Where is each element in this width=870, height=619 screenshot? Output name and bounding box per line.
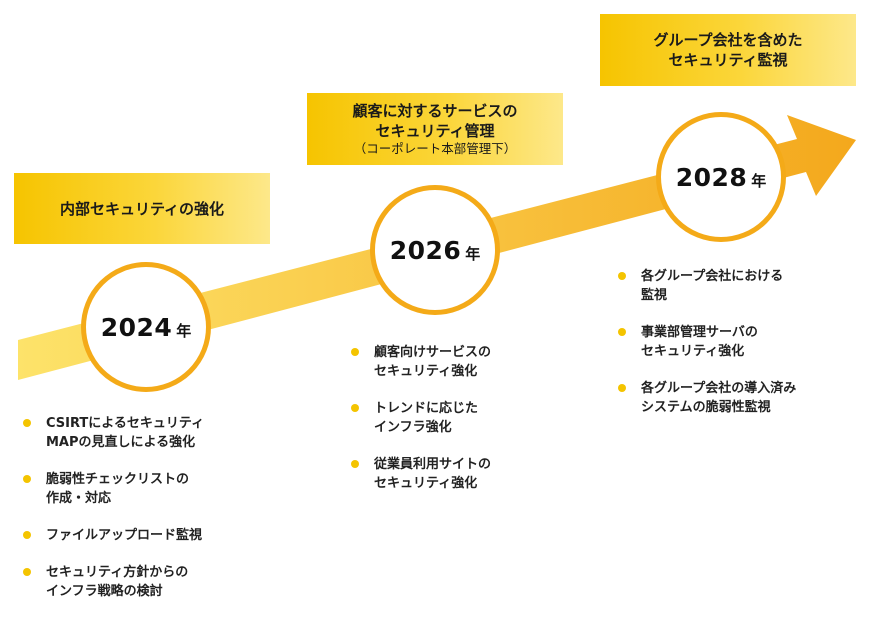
list-item-line: CSIRTによるセキュリティ	[46, 416, 205, 431]
list-item-line: 事業部管理サーバの	[641, 325, 758, 340]
list-item-line: セキュリティ強化	[641, 344, 745, 359]
list-item-line: MAPの見直しによる強化	[46, 435, 196, 450]
list-item: CSIRTによるセキュリティ MAPの見直しによる強化	[20, 414, 270, 452]
bullet-icon	[23, 568, 31, 576]
milestone-3-year: 2028	[675, 162, 748, 192]
milestone-3-banner-line-2: セキュリティ監視	[668, 51, 788, 69]
milestone-2-banner: 顧客に対するサービスの セキュリティ管理 （コーポレート本部管理下）	[307, 93, 563, 165]
milestone-2-banner-line-1: 顧客に対するサービスの	[352, 102, 518, 120]
milestone-2-banner-subtitle: （コーポレート本部管理下）	[353, 141, 517, 156]
list-item: 顧客向けサービスの セキュリティ強化	[348, 343, 578, 381]
milestone-1-banner: 内部セキュリティの強化	[14, 173, 270, 244]
list-item-line: ファイルアップロード監視	[46, 528, 203, 543]
list-item-line: 脆弱性チェックリストの	[46, 472, 190, 487]
bullet-icon	[351, 348, 359, 356]
milestone-3-banner: グループ会社を含めた セキュリティ監視	[600, 14, 856, 86]
list-item: 事業部管理サーバの セキュリティ強化	[615, 323, 855, 361]
list-item: ファイルアップロード監視	[20, 526, 270, 545]
milestone-1-year-circle: 2024 年	[81, 262, 211, 392]
milestone-2-year: 2026	[389, 235, 462, 265]
milestone-2-year-unit: 年	[465, 245, 481, 263]
list-item-line: 顧客向けサービスの	[374, 345, 492, 360]
milestone-3-year-unit: 年	[751, 172, 767, 190]
list-item: 各グループ会社における 監視	[615, 267, 855, 305]
milestone-1-year-unit: 年	[176, 322, 192, 340]
milestone-1-banner-line-1: 内部セキュリティの強化	[59, 199, 225, 218]
list-item-line: 各グループ会社の導入済み	[641, 381, 797, 396]
list-item: 各グループ会社の導入済み システムの脆弱性監視	[615, 379, 855, 417]
bullet-icon	[23, 419, 31, 427]
bullet-icon	[618, 328, 626, 336]
list-item-line: トレンドに応じた	[374, 401, 479, 416]
list-item-line: セキュリティ方針からの	[46, 565, 189, 580]
list-item-line: インフラ戦略の検討	[46, 584, 163, 599]
bullet-icon	[23, 475, 31, 483]
list-item-line: インフラ強化	[374, 420, 452, 435]
list-item: 従業員利用サイトの セキュリティ強化	[348, 455, 578, 493]
list-item-line: 従業員利用サイトの	[374, 457, 492, 472]
milestone-1-year: 2024	[100, 312, 173, 342]
milestone-1-list: CSIRTによるセキュリティ MAPの見直しによる強化 脆弱性チェックリストの …	[20, 414, 270, 619]
list-item: セキュリティ方針からの インフラ戦略の検討	[20, 563, 270, 601]
milestone-2-banner-line-2: セキュリティ管理	[375, 122, 495, 140]
bullet-icon	[618, 384, 626, 392]
list-item-line: 各グループ会社における	[641, 269, 784, 284]
list-item: 脆弱性チェックリストの 作成・対応	[20, 470, 270, 508]
bullet-icon	[618, 272, 626, 280]
milestone-2-year-circle: 2026 年	[370, 185, 500, 315]
bullet-icon	[351, 460, 359, 468]
list-item: トレンドに応じた インフラ強化	[348, 399, 578, 437]
list-item-line: システムの脆弱性監視	[641, 400, 771, 415]
bullet-icon	[23, 531, 31, 539]
milestone-2-list: 顧客向けサービスの セキュリティ強化 トレンドに応じた インフラ強化 従業員利用…	[348, 343, 578, 511]
milestone-3-banner-line-1: グループ会社を含めた	[653, 31, 803, 49]
list-item-line: 監視	[641, 288, 668, 303]
list-item-line: セキュリティ強化	[374, 364, 478, 379]
bullet-icon	[351, 404, 359, 412]
list-item-line: セキュリティ強化	[374, 476, 478, 491]
milestone-3-year-circle: 2028 年	[656, 112, 786, 242]
milestone-3-list: 各グループ会社における 監視 事業部管理サーバの セキュリティ強化 各グループ会…	[615, 267, 855, 435]
list-item-line: 作成・対応	[46, 491, 112, 506]
